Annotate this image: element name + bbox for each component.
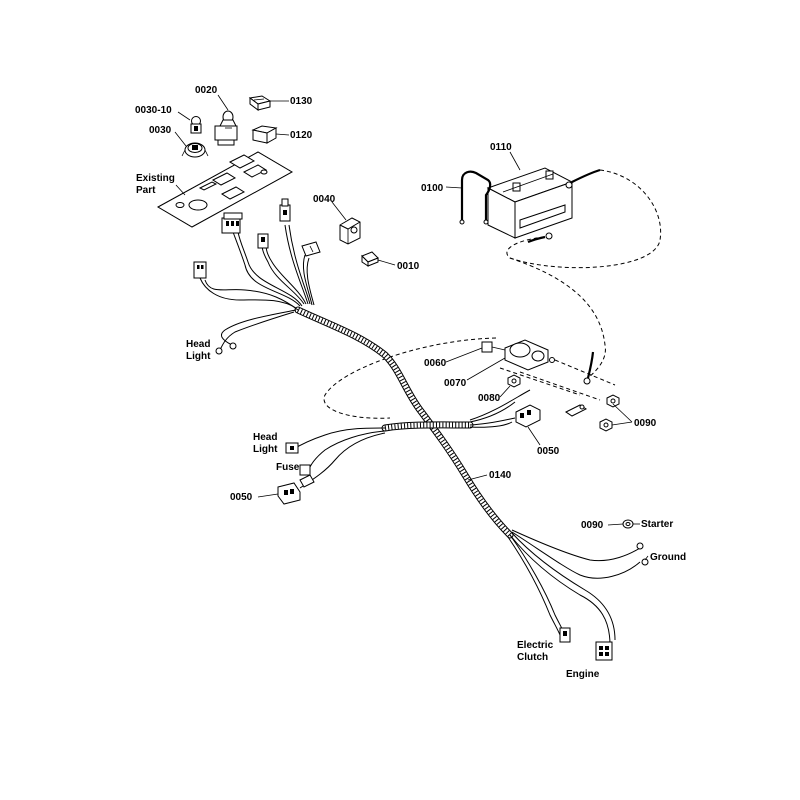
washer-0090-starter	[622, 519, 634, 529]
switch-0040	[339, 217, 361, 245]
bolt-0060	[481, 341, 506, 353]
callout-0030-10: 0030-10	[135, 105, 172, 116]
relay-0120	[251, 125, 278, 144]
connector-engine	[595, 641, 613, 661]
battery-cables	[527, 168, 601, 244]
dashed-cable-routing	[323, 169, 662, 419]
main-harness-loom	[294, 306, 514, 539]
label-starter: Starter	[641, 519, 673, 530]
callout-0080: 0080	[478, 393, 501, 404]
label-head-light-mid-line1: Head	[253, 432, 277, 443]
callout-0130: 0130	[290, 96, 313, 107]
callout-0090-starter: 0090	[581, 520, 604, 531]
top-branch-wires	[199, 224, 315, 351]
callout-0060: 0060	[424, 358, 447, 369]
connector-2pin-top	[279, 198, 291, 222]
connector-electric-clutch	[559, 627, 571, 643]
battery-positive-cable-route	[506, 169, 662, 269]
lower-branch-wires	[507, 529, 644, 646]
callout-0140: 0140	[489, 470, 512, 481]
clip-0010	[361, 251, 379, 267]
label-head-light-mid-line2: Light	[253, 444, 278, 455]
relay-0130	[248, 95, 272, 111]
connector-2pin-small	[257, 233, 269, 249]
nut-0080	[507, 374, 521, 388]
callout-0120: 0120	[290, 130, 313, 141]
label-existing-part-line1: Existing	[136, 173, 175, 184]
starter-cable-end	[583, 351, 595, 385]
label-electric-clutch-line1: Electric	[517, 640, 554, 651]
existing-part-panel	[156, 151, 294, 228]
connector-6pin	[221, 212, 243, 234]
connector-0050-right	[515, 404, 541, 428]
label-engine: Engine	[566, 669, 600, 680]
terminal-bolt	[565, 404, 587, 417]
ring-terminal-starter	[636, 542, 644, 550]
battery-to-solenoid-cable-route	[509, 257, 606, 379]
ring-terminal-ground	[641, 558, 649, 566]
callout-0070: 0070	[444, 378, 467, 389]
key-0030-10	[190, 116, 202, 134]
label-head-light-top-line2: Light	[186, 351, 211, 362]
callout-0010: 0010	[397, 261, 420, 272]
connector-headlight-mid	[285, 442, 311, 476]
switch-0020	[214, 110, 238, 146]
callout-0040: 0040	[313, 194, 336, 205]
callout-0100: 0100	[421, 183, 444, 194]
callout-0020: 0020	[195, 85, 218, 96]
hold-down-bracket-0100	[459, 170, 492, 225]
ring-terminal-headlight-top	[215, 342, 237, 355]
fuse-holder	[299, 474, 315, 488]
connector-0050-left	[277, 482, 301, 505]
callout-0030: 0030	[149, 125, 172, 136]
ignition-switch-0030	[181, 142, 209, 158]
connector-3pin-left	[193, 261, 207, 279]
dashed-assembly-lines	[499, 359, 616, 401]
leader-lines	[174, 94, 649, 561]
label-existing-part-line2: Part	[136, 185, 156, 196]
label-ground: Ground	[650, 552, 686, 563]
connector-flat	[301, 241, 321, 257]
callout-0090-solenoid: 0090	[634, 418, 657, 429]
loop-cable-route	[323, 337, 497, 419]
callout-0050-right: 0050	[537, 446, 560, 457]
nut-0090-upper	[606, 394, 620, 408]
mid-branch-wires	[291, 389, 531, 489]
nut-0090-lower	[599, 418, 613, 432]
label-electric-clutch-line2: Clutch	[517, 652, 548, 663]
callout-0050-left: 0050	[230, 492, 253, 503]
label-head-light-top-line1: Head	[186, 339, 210, 350]
callout-labels: 0020 0030-10 0030 0130 0120 Existing Par…	[135, 85, 686, 680]
callout-0110: 0110	[490, 142, 512, 153]
battery-0110	[486, 167, 574, 239]
label-fuse: Fuse	[276, 462, 300, 473]
solenoid-0070	[504, 339, 555, 371]
